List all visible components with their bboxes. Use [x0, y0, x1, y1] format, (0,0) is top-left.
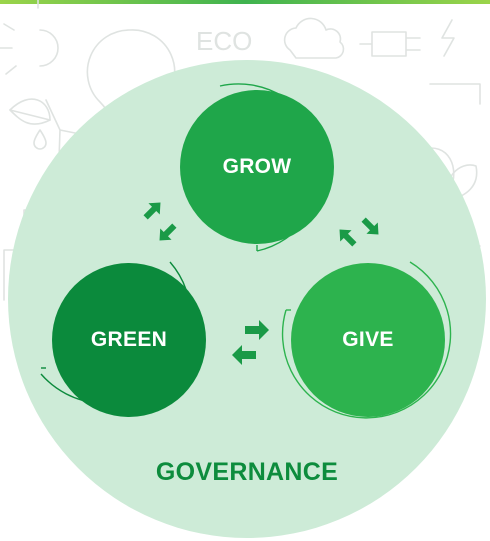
grow-give-connector — [339, 217, 379, 247]
green-node: GREEN — [52, 263, 206, 417]
arrow-up-right-icon — [143, 202, 161, 220]
arrow-down-left-icon — [159, 223, 177, 241]
eco-text: ECO — [196, 26, 252, 56]
arrow-right-icon — [245, 320, 269, 340]
lightning-icon — [429, 19, 481, 105]
top-accent-strip — [0, 0, 490, 4]
green-give-connector — [232, 320, 269, 365]
plug-icon — [359, 31, 421, 57]
governance-label: GOVERNANCE — [155, 458, 339, 486]
cloud-icon — [283, 17, 345, 59]
green-label: GREEN — [90, 328, 168, 351]
arrow-down-right-icon — [361, 217, 379, 235]
give-node: GIVE — [291, 263, 445, 417]
arrow-left-icon — [232, 345, 256, 365]
give-ring — [281, 261, 452, 419]
grow-node: GROW — [180, 90, 334, 244]
grow-green-connector — [143, 202, 177, 241]
arrow-up-left-icon — [339, 229, 357, 247]
grow-label: GROW — [222, 155, 292, 178]
give-label: GIVE — [342, 328, 394, 351]
sun-icon — [0, 0, 59, 75]
